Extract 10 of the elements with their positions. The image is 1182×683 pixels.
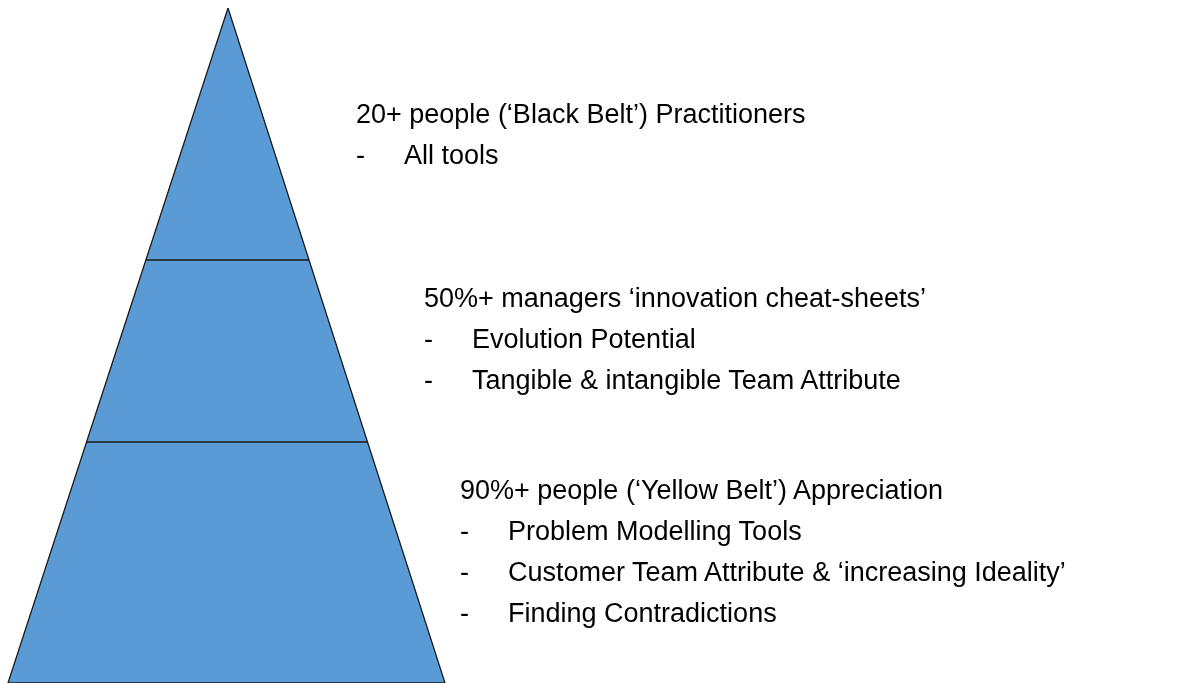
bullet-item: - Problem Modelling Tools — [460, 515, 802, 548]
bullet-item: - Evolution Potential — [424, 323, 696, 356]
bullet-item: - Tangible & intangible Team Attribute — [424, 364, 901, 397]
tier-heading: 20+ people (‘Black Belt’) Practitioners — [356, 98, 806, 131]
tier-heading: 90%+ people (‘Yellow Belt’) Appreciation — [460, 474, 944, 507]
pyramid-tier — [144, 8, 311, 260]
bullet-item: - Customer Team Attribute & ‘increasing Ideality’ — [460, 556, 1066, 589]
tier-heading: 50%+ managers ‘innovation cheat-sheets’ — [424, 282, 927, 315]
bullet-item: - Finding Contradictions — [460, 597, 777, 630]
bullet-item: - All tools — [356, 139, 499, 172]
